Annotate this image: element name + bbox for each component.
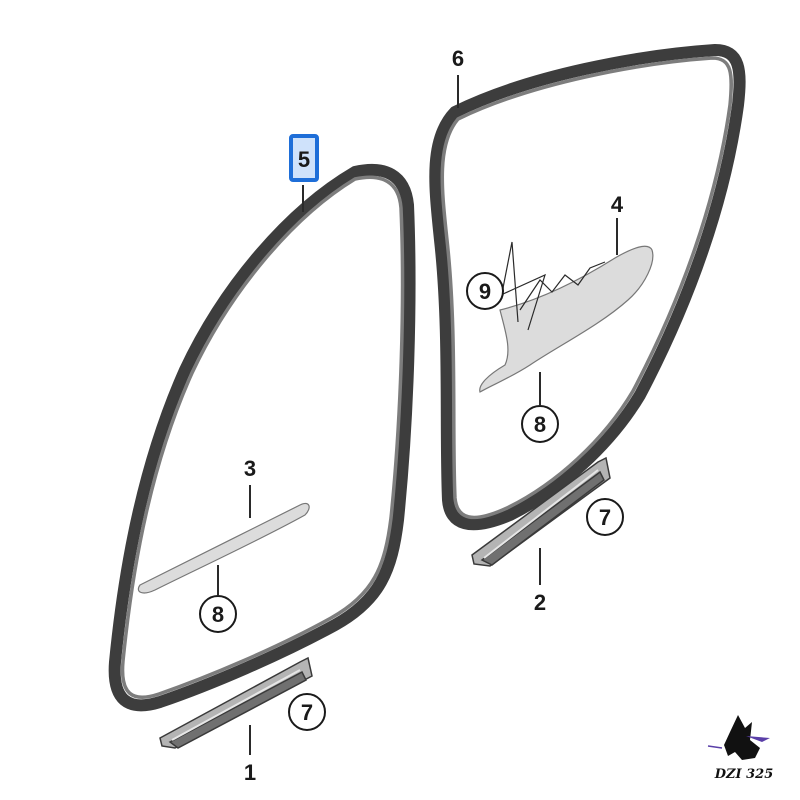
callout-5-highlighted[interactable]: 5 — [289, 134, 319, 182]
callout-label-1: 1 — [244, 760, 256, 785]
callout-label-2: 2 — [534, 590, 546, 615]
callout-label-7-rear: 7 — [599, 505, 611, 530]
front-door-seal — [108, 163, 416, 712]
callout-label-4: 4 — [611, 192, 624, 217]
b-pillar-trim — [479, 245, 654, 393]
callout-label-5: 5 — [298, 147, 310, 172]
callout-label-7-front: 7 — [301, 700, 313, 725]
callout-7-front[interactable]: 7 — [288, 693, 326, 731]
rear-door-sill — [471, 456, 611, 567]
callout-3[interactable]: 3 — [244, 456, 256, 481]
callout-8-front[interactable]: 8 — [199, 595, 237, 633]
watermark-text: DZI 325 — [714, 767, 774, 782]
highlight-box — [289, 134, 319, 182]
front-door-sill — [159, 656, 313, 749]
front-trim-strip — [137, 502, 310, 594]
callout-label-8-front: 8 — [212, 602, 224, 627]
horse-head-logo-icon — [707, 715, 770, 760]
callout-circle — [199, 595, 237, 633]
highlight-background — [291, 136, 317, 180]
leader-lines — [217, 75, 618, 755]
callout-8-rear[interactable]: 8 — [521, 405, 559, 443]
watermark-logo: DZI 325 — [707, 715, 774, 782]
callout-label-8-rear: 8 — [534, 412, 546, 437]
callout-7-rear[interactable]: 7 — [586, 498, 624, 536]
callout-4[interactable]: 4 — [611, 192, 624, 217]
callout-circle — [521, 405, 559, 443]
callout-label-6: 6 — [452, 46, 464, 71]
callout-circle — [586, 498, 624, 536]
callout-2[interactable]: 2 — [534, 590, 546, 615]
rear-door-seal — [429, 44, 746, 531]
callout-label-9: 9 — [479, 279, 491, 304]
callout-circle — [466, 272, 504, 310]
callout-label-3: 3 — [244, 456, 256, 481]
callout-circle — [288, 693, 326, 731]
callout-6[interactable]: 6 — [452, 46, 464, 71]
callout-9[interactable]: 9 — [466, 272, 504, 310]
callout-1[interactable]: 1 — [244, 760, 256, 785]
